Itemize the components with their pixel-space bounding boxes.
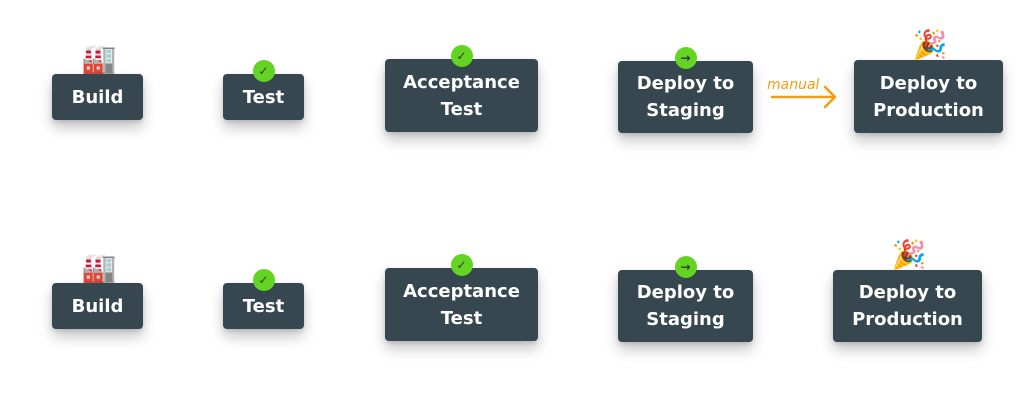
check-icon: ✓: [450, 45, 473, 67]
factory-icon: 🏭: [81, 42, 117, 75]
stage-label: Acceptance Test: [403, 280, 520, 329]
stage-acceptance-test: ✓ Acceptance Test: [385, 254, 538, 341]
stage-acceptance-test: ✓ Acceptance Test: [385, 45, 538, 132]
stage-label: Deploy to Staging: [636, 282, 735, 330]
stage-label: Build: [71, 86, 124, 108]
arrow-right-icon: →: [674, 256, 697, 278]
arrow-right-icon: →: [674, 47, 697, 69]
stage-label: Acceptance Test: [403, 71, 520, 120]
manual-gate-label: manual: [767, 77, 820, 93]
stage-test: ✓ Test: [223, 269, 304, 329]
stage-deploy-production: 🎉 Deploy to Production: [854, 30, 1003, 133]
stage-build: 🏭 Build: [52, 253, 143, 329]
check-icon: ✓: [252, 269, 275, 291]
manual-arrow-icon: [770, 85, 837, 109]
stage-deploy-production: 🎉 Deploy to Production: [833, 240, 982, 342]
stage-test: ✓ Test: [223, 60, 304, 120]
party-popper-icon: 🎉: [912, 28, 948, 61]
stage-build: 🏭 Build: [52, 44, 143, 120]
stage-label: Test: [242, 86, 285, 108]
check-icon: ✓: [252, 60, 275, 82]
party-popper-icon: 🎉: [891, 238, 927, 271]
stage-deploy-staging: → Deploy to Staging: [618, 256, 753, 342]
stage-label: Deploy to Production: [873, 72, 984, 121]
stage-label: Deploy to Production: [852, 282, 963, 330]
stage-label: Build: [71, 295, 124, 317]
factory-icon: 🏭: [81, 251, 117, 284]
stage-label: Test: [242, 295, 285, 317]
stage-label: Deploy to Staging: [636, 73, 735, 121]
check-icon: ✓: [450, 254, 473, 276]
stage-deploy-staging: → Deploy to Staging: [618, 47, 753, 133]
